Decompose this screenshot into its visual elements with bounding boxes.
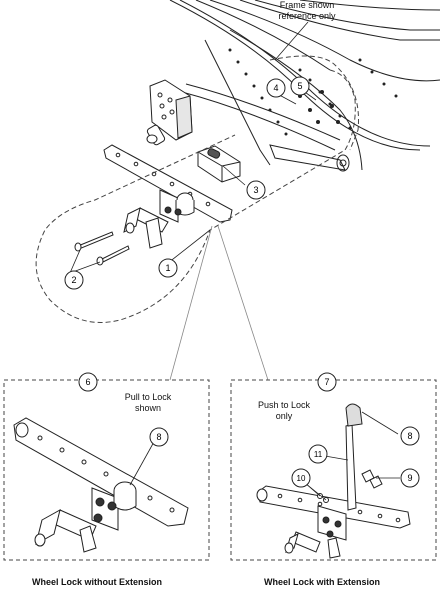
callout-8-left-label: 8 bbox=[156, 432, 161, 442]
callout-6: 6 bbox=[78, 372, 98, 392]
callout-10: 10 bbox=[291, 468, 311, 488]
callout-5: 5 bbox=[290, 76, 310, 96]
callout-11: 11 bbox=[308, 444, 328, 464]
detail-panel-right bbox=[230, 379, 437, 561]
callout-6-label: 6 bbox=[85, 377, 90, 387]
callout-4: 4 bbox=[266, 78, 286, 98]
detail-leader-lines bbox=[169, 225, 269, 381]
callout-4-label: 4 bbox=[273, 83, 278, 93]
callout-2: 2 bbox=[64, 270, 84, 290]
callout-2-label: 2 bbox=[71, 275, 76, 285]
frame-note-line1: Frame shown bbox=[279, 0, 335, 10]
leader-lines-right bbox=[304, 411, 400, 501]
frame-note-line2: reference only bbox=[278, 11, 336, 21]
detail-panel-left bbox=[3, 379, 210, 561]
callout-10-label: 10 bbox=[297, 474, 306, 483]
wheel-lock-assembly-top bbox=[103, 144, 233, 249]
caption-left: Wheel Lock without Extension bbox=[32, 577, 163, 587]
callout-8-right: 8 bbox=[400, 426, 420, 446]
mounting-bracket bbox=[146, 79, 193, 146]
callout-3-label: 3 bbox=[253, 185, 258, 195]
pull-note-line1: Pull to Lock bbox=[124, 392, 172, 402]
frame-reference-note: Frame shown reference only bbox=[262, 0, 352, 22]
push-note-line2: only bbox=[275, 411, 293, 421]
callout-1: 1 bbox=[158, 258, 178, 278]
callout-5-label: 5 bbox=[297, 81, 302, 91]
wheel-lock-with-extension bbox=[256, 403, 411, 559]
wheel-lock-without-extension bbox=[13, 417, 189, 553]
callout-8-right-label: 8 bbox=[407, 431, 412, 441]
wheelchair-frame bbox=[169, 0, 440, 172]
leader-8-left bbox=[129, 439, 156, 486]
callout-8-left: 8 bbox=[149, 427, 169, 447]
callout-9-label: 9 bbox=[407, 473, 412, 483]
callout-7-label: 7 bbox=[324, 377, 329, 387]
push-to-lock-note: Push to Lock only bbox=[244, 400, 324, 422]
callout-1-label: 1 bbox=[165, 263, 170, 273]
callout-9: 9 bbox=[400, 468, 420, 488]
screws bbox=[74, 231, 130, 266]
dashed-boundary-top bbox=[35, 69, 356, 323]
callout-11-label: 11 bbox=[314, 450, 323, 459]
dashed-boundary-right bbox=[269, 55, 360, 151]
callout-3: 3 bbox=[246, 180, 266, 200]
spacer-block bbox=[197, 145, 241, 183]
push-note-line1: Push to Lock bbox=[257, 400, 311, 410]
callout-7: 7 bbox=[317, 372, 337, 392]
pull-note-line2: shown bbox=[134, 403, 161, 413]
pull-to-lock-note: Pull to Lock shown bbox=[108, 392, 188, 414]
caption-right: Wheel Lock with Extension bbox=[264, 577, 381, 587]
